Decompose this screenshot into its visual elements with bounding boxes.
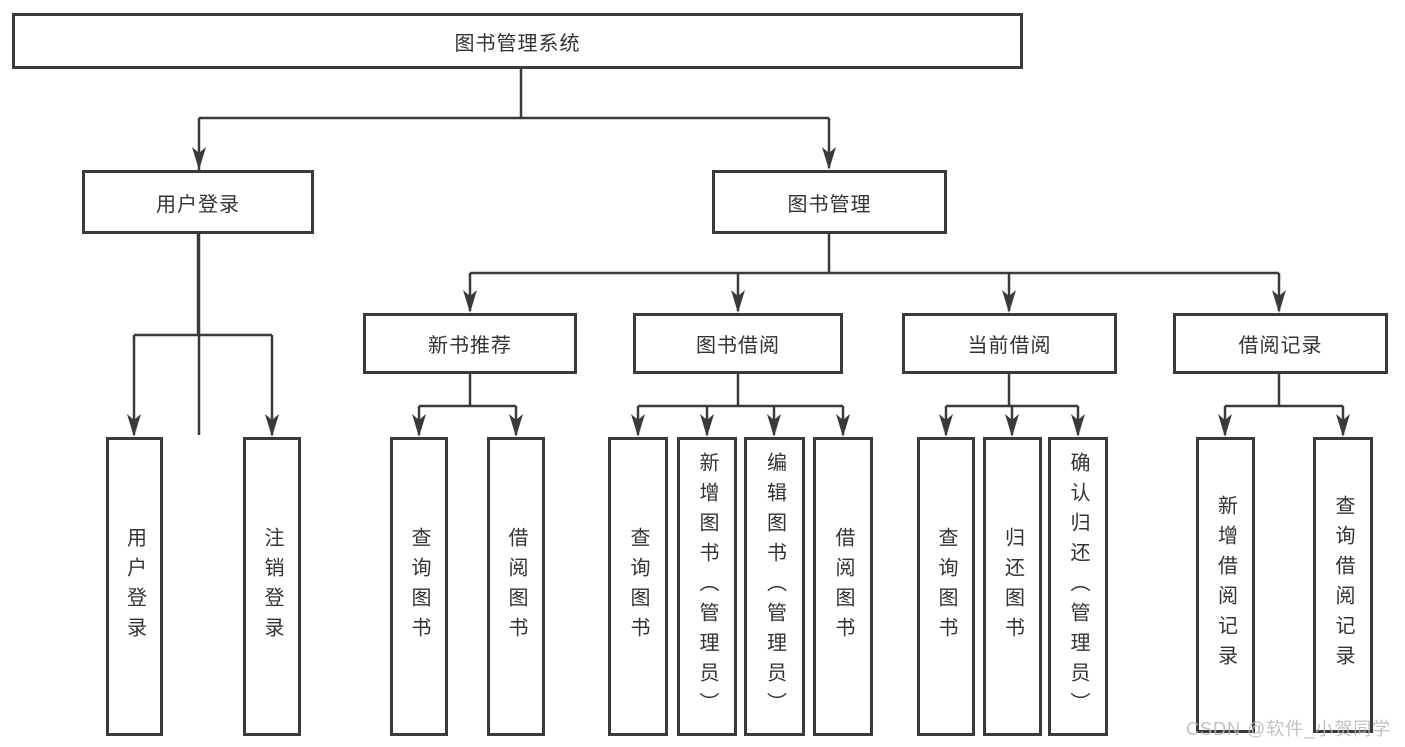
arrowhead-icon	[1002, 290, 1016, 313]
leaf-label: 查询图书	[627, 526, 649, 647]
leaf-label: 查询借阅记录	[1332, 495, 1354, 675]
connector-new-book-rec-to-children	[417, 374, 518, 435]
arrowhead-icon	[192, 147, 206, 170]
leaf-label: 借阅图书	[832, 526, 854, 647]
arrowhead-icon	[412, 414, 426, 437]
leaf-add-borrow-record: 新增借阅记录	[1196, 437, 1255, 733]
arrowhead-icon	[463, 290, 477, 313]
arrowhead-icon	[127, 414, 141, 437]
arrowheads	[127, 147, 1350, 437]
node-label: 图书管理	[787, 193, 872, 216]
arrowhead-icon	[822, 147, 836, 170]
leaf-query-borrow-record: 查询借阅记录	[1313, 437, 1373, 733]
leaf-label: 确认归还（管理员）	[1067, 451, 1089, 722]
leaf-borrow-books-recommend: 借阅图书	[487, 437, 545, 736]
arrowhead-icon	[1071, 414, 1085, 437]
leaf-confirm-return-admin: 确认归还（管理员）	[1048, 437, 1108, 736]
leaf-label: 编辑图书（管理员）	[763, 451, 786, 722]
leaf-label: 归还图书	[1001, 526, 1024, 647]
leaf-label: 查询图书	[935, 526, 957, 647]
leaf-label: 新增图书（管理员）	[696, 451, 718, 722]
arrowhead-icon	[731, 290, 745, 313]
leaf-query-books-current: 查询图书	[917, 437, 975, 736]
node-new-book-recommend: 新书推荐	[363, 313, 577, 374]
leaf-borrow-books: 借阅图书	[813, 437, 873, 736]
leaf-label: 借阅图书	[505, 526, 527, 647]
connector-user-login-to-children	[132, 234, 274, 435]
leaf-label: 用户登录	[123, 526, 146, 647]
node-label: 当前借阅	[967, 335, 1052, 357]
arrowhead-icon	[939, 414, 953, 437]
leaf-return-books: 归还图书	[983, 437, 1042, 736]
node-library-management-system: 图书管理系统	[12, 13, 1023, 69]
leaf-query-books-borrow: 查询图书	[608, 437, 668, 736]
leaf-edit-books-admin: 编辑图书（管理员）	[744, 437, 805, 736]
leaf-label: 新增借阅记录	[1214, 495, 1237, 675]
node-current-borrowing: 当前借阅	[902, 313, 1117, 374]
leaf-logout: 注销登录	[243, 437, 301, 736]
node-label: 图书借阅	[696, 335, 780, 357]
node-book-management: 图书管理	[712, 170, 947, 234]
arrowhead-icon	[509, 414, 523, 437]
connector-borrow-record-to-children	[1223, 374, 1345, 435]
arrowhead-icon	[836, 414, 850, 437]
leaf-add-books-admin: 新增图书（管理员）	[677, 437, 737, 736]
node-borrowing-records: 借阅记录	[1173, 313, 1388, 374]
arrowhead-icon	[1005, 414, 1019, 437]
arrowhead-icon	[767, 414, 781, 437]
connector-book-mgmt-to-level3	[468, 234, 1281, 311]
arrowhead-icon	[1218, 414, 1232, 437]
node-label: 图书管理系统	[454, 32, 581, 55]
connector-root-to-level2	[197, 69, 831, 435]
csdn-watermark: CSDN @软件_小贺同学	[1186, 719, 1392, 739]
connector-book-borrow-to-children	[636, 374, 845, 435]
leaf-query-books-recommend: 查询图书	[390, 437, 448, 736]
arrowhead-icon	[1272, 290, 1286, 313]
node-book-borrowing: 图书借阅	[633, 313, 843, 374]
arrowhead-icon	[631, 414, 645, 437]
arrowhead-icon	[1336, 414, 1350, 437]
arrowhead-icon	[700, 414, 714, 437]
node-label: 借阅记录	[1238, 335, 1323, 357]
leaf-user-login: 用户登录	[106, 437, 163, 736]
node-label: 新书推荐	[428, 335, 512, 357]
arrowhead-icon	[265, 414, 279, 437]
node-label: 用户登录	[156, 193, 240, 216]
node-user-login: 用户登录	[82, 170, 314, 234]
leaf-label: 查询图书	[408, 526, 430, 647]
leaf-label: 注销登录	[261, 526, 283, 647]
